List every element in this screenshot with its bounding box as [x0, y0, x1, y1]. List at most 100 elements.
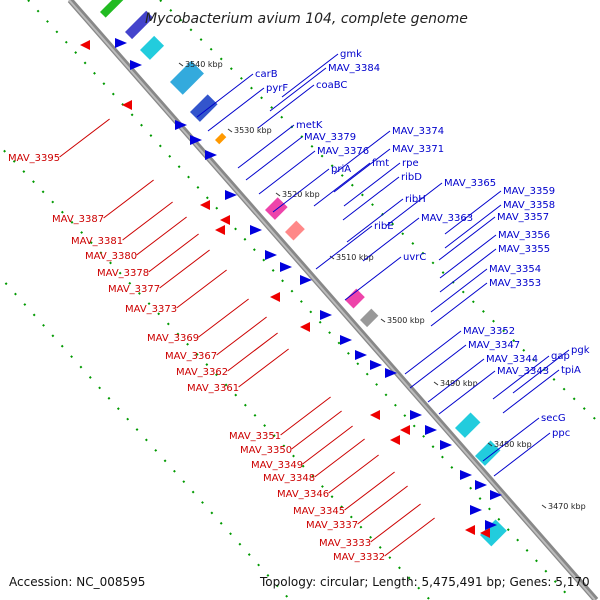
reverse-gene-label: MAV_3345: [293, 506, 345, 517]
forward-gene-arrow: [115, 38, 127, 48]
label-leader-lines: [59, 53, 570, 557]
kbp-tick-label: 3500 kbp: [387, 316, 425, 325]
gene-block: [125, 10, 154, 40]
forward-gene-label: rpe: [402, 158, 419, 169]
leader-line: [385, 182, 443, 227]
forward-gene-label: ribE: [374, 221, 394, 232]
forward-gene-label: MAV_3376: [317, 146, 369, 157]
map-title: Mycobacterium avium 104, complete genome: [145, 11, 468, 27]
forward-gene-label: metK: [296, 120, 323, 131]
leader-line: [216, 316, 267, 356]
gene-block: [475, 440, 501, 466]
leader-line: [314, 438, 365, 478]
leader-line: [444, 190, 502, 235]
reverse-gene-label: MAV_3377: [108, 284, 160, 295]
leader-line: [315, 225, 373, 270]
forward-gene-label: ribH: [405, 194, 426, 205]
forward-gene-label: coaBC: [316, 80, 347, 91]
forward-gene-arrow: [460, 470, 472, 480]
leader-line: [207, 87, 265, 132]
leader-line: [502, 369, 560, 414]
leader-line: [103, 179, 154, 219]
gene-block: [480, 519, 507, 547]
forward-gene-label: MAV_3363: [421, 213, 473, 224]
forward-gene-label: ribD: [401, 172, 422, 183]
forward-gene-label: MAV_3344: [486, 354, 538, 365]
reverse-gene-arrow: [465, 525, 475, 535]
leader-line: [439, 248, 497, 293]
forward-gene-label: MAV_3359: [503, 186, 555, 197]
gene-block: [190, 94, 218, 122]
leader-line: [291, 410, 342, 450]
forward-gene-label: MAV_3347: [468, 340, 520, 351]
leader-line: [245, 136, 303, 181]
leader-line: [427, 358, 485, 403]
forward-gene-label: fmt: [372, 158, 389, 169]
leader-line: [482, 417, 540, 462]
forward-gene-arrow: [205, 150, 217, 160]
reverse-gene-label: MAV_3361: [187, 383, 239, 394]
reverse-gene-arrow: [300, 322, 310, 332]
kbp-tick-label: 3470 kbp: [548, 502, 586, 511]
leader-line: [492, 355, 550, 400]
gene-block: [359, 308, 379, 328]
forward-gene-arrow: [370, 360, 382, 370]
leader-line: [257, 84, 315, 129]
reverse-gene-label: MAV_3351: [229, 431, 281, 442]
leader-line: [328, 454, 379, 494]
forward-gene-arrow: [175, 120, 187, 130]
genome-backbone-highlight: [68, 0, 596, 600]
leader-line: [237, 124, 295, 169]
reverse-gene-arrow: [400, 425, 410, 435]
leader-line: [281, 53, 339, 98]
leader-line: [280, 396, 331, 436]
kbp-tick: [178, 62, 184, 67]
forward-gene-label: priA: [331, 164, 351, 175]
forward-gene-label: MAV_3352: [463, 326, 515, 337]
reverse-gene-label: MAV_3346: [277, 489, 329, 500]
forward-gene-label: MAV_3374: [392, 126, 444, 137]
leader-line: [409, 344, 467, 389]
reverse-gene-label: MAV_3350: [240, 445, 292, 456]
reverse-gene-label: MAV_3369: [147, 333, 199, 344]
forward-gene-label: MAV_3358: [503, 200, 555, 211]
forward-gene-label: MAV_3355: [498, 244, 550, 255]
leader-line: [302, 425, 353, 465]
kbp-tick: [541, 504, 547, 509]
reverse-gene-label: MAV_3378: [97, 268, 149, 279]
forward-gene-label: carB: [255, 69, 278, 80]
gc-dot-track: [159, 0, 600, 426]
forward-gene-label: MAV_3365: [444, 178, 496, 189]
forward-gene-arrow: [340, 335, 352, 345]
reverse-gene-arrow: [480, 528, 490, 538]
forward-gene-label: pyrF: [266, 83, 288, 94]
forward-gene-arrow: [280, 262, 292, 272]
gene-block: [455, 412, 481, 438]
forward-gene-label: MAV_3343: [497, 366, 549, 377]
reverse-gene-label: MAV_3349: [251, 460, 303, 471]
forward-gene-arrow: [265, 250, 277, 260]
forward-gene-label: gap: [551, 351, 570, 362]
reverse-gene-arrow: [370, 410, 380, 420]
leader-line: [370, 503, 421, 543]
leader-line: [333, 130, 391, 175]
leader-line: [313, 162, 371, 207]
kbp-tick: [275, 192, 281, 197]
leader-line: [176, 269, 227, 309]
kbp-tick: [433, 381, 439, 386]
kbp-tick-label: 3540 kbp: [185, 60, 223, 69]
forward-gene-label: uvrC: [403, 252, 426, 263]
forward-gene-arrow: [250, 225, 262, 235]
reverse-gene-arrow: [215, 225, 225, 235]
reverse-gene-label: MAV_3373: [125, 304, 177, 315]
forward-gene-label: MAV_3353: [489, 278, 541, 289]
gene-block: [265, 197, 288, 220]
leader-line: [148, 233, 199, 273]
gene-block: [100, 0, 127, 18]
leader-line: [122, 201, 173, 241]
leader-line: [384, 517, 435, 557]
forward-gene-label: MAV_3379: [304, 132, 356, 143]
leader-line: [512, 349, 570, 394]
